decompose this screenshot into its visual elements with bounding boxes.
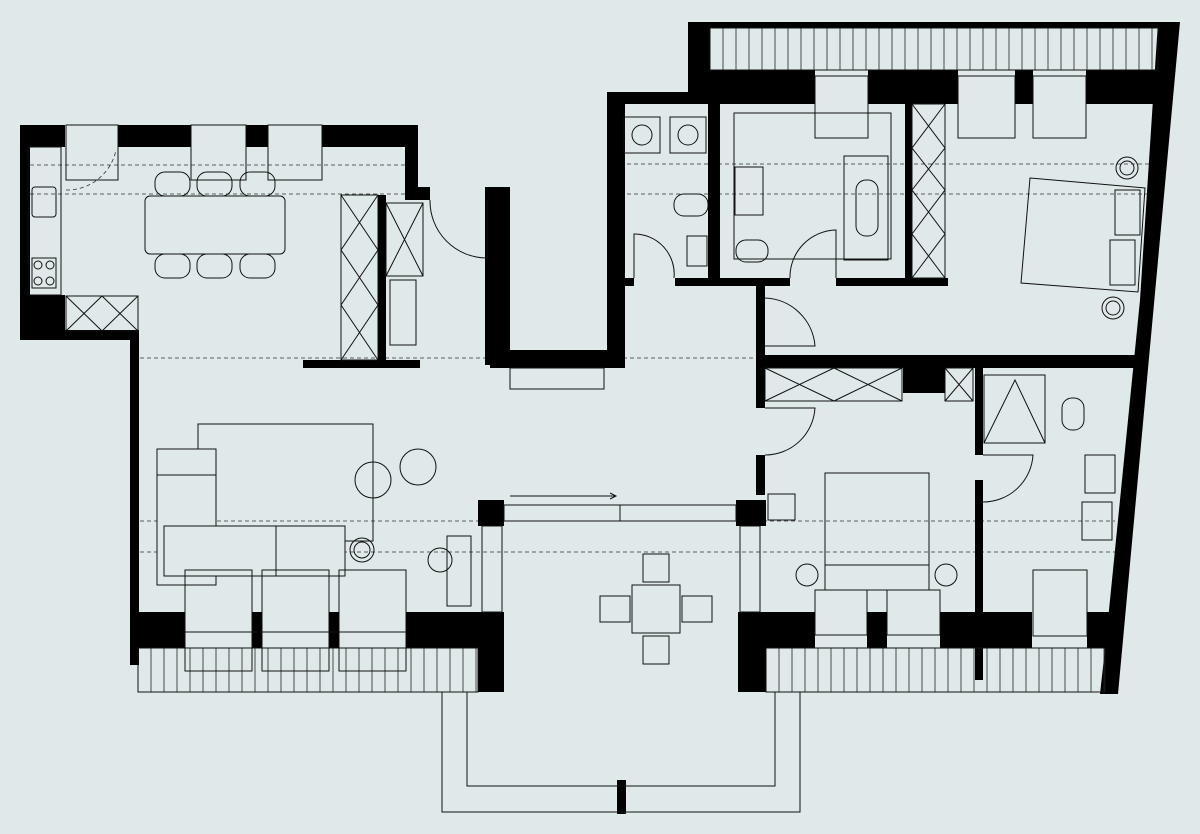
balcony <box>441 692 801 813</box>
hatch-border <box>765 647 1106 693</box>
top-terrace <box>709 27 1159 71</box>
kitchen <box>27 124 605 390</box>
bedroom-second <box>764 367 1116 637</box>
dining-table <box>144 195 286 255</box>
terrace-hatching <box>137 647 1106 693</box>
walls <box>20 22 1180 814</box>
living-room <box>156 423 761 672</box>
bathrooms <box>623 75 1087 279</box>
hatch-border <box>137 647 479 693</box>
hatch-border <box>709 27 1159 71</box>
bedroom-main <box>764 156 1146 347</box>
